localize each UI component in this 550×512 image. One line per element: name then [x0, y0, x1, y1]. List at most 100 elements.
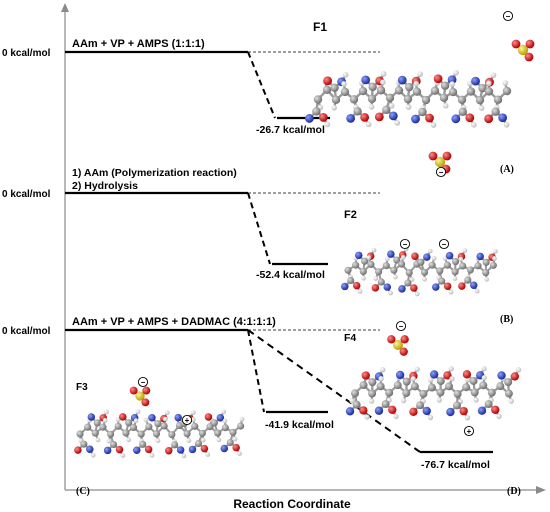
atom-c [312, 107, 321, 116]
atom-h [364, 414, 370, 420]
atom-h [133, 418, 139, 424]
atom-c [377, 278, 385, 286]
level-2: 0 kcal/mol 1) AAm (Polymerization reacti… [2, 167, 513, 325]
atom-o [411, 252, 419, 260]
atom-c [445, 382, 454, 391]
atom-h [380, 71, 387, 77]
atom-h [394, 120, 401, 126]
atom-h [357, 289, 363, 294]
atom-h [515, 367, 522, 373]
atom-c [487, 388, 496, 397]
atom-c [382, 105, 391, 115]
atom-h [405, 104, 412, 110]
atom-c [352, 261, 360, 269]
atom-c [125, 419, 133, 427]
atom-h [135, 409, 141, 415]
atom-h [427, 414, 434, 421]
atom-h [400, 254, 406, 260]
negative-charge-icon [399, 238, 411, 250]
atom-c [493, 95, 503, 104]
atom-h [155, 438, 161, 444]
atom-h [331, 104, 337, 111]
atom-c [385, 388, 394, 397]
atom-n [446, 407, 455, 417]
atom-h [106, 438, 112, 444]
atom-h [492, 256, 497, 261]
molecule-F4: −+ [345, 320, 522, 437]
atom-c [376, 382, 385, 391]
axes: Reaction Coordinate [61, 3, 546, 511]
atom-c [76, 430, 84, 438]
atom-c [322, 85, 332, 95]
product-name-F4: F4 [344, 332, 356, 344]
atom-h [90, 452, 96, 458]
atom-c [451, 268, 459, 276]
atom-h [342, 71, 349, 78]
atom-o [144, 445, 153, 454]
atom-c [237, 422, 245, 430]
atom-o [119, 413, 127, 421]
atom-c [474, 262, 482, 270]
atom-s [434, 156, 446, 168]
atom-h [341, 81, 347, 87]
atom-h [417, 71, 424, 77]
atom-c [359, 381, 368, 390]
atom-o [524, 52, 534, 62]
atom-c [491, 107, 500, 116]
atom-c [420, 268, 429, 276]
atom-o [462, 370, 472, 379]
atom-c [478, 83, 487, 93]
atom-h [205, 452, 211, 457]
product-name-F2: F2 [344, 209, 357, 221]
atom-h [414, 291, 420, 297]
charge-sign: − [399, 322, 404, 331]
atom-o [115, 445, 124, 454]
panel-label-D: (D) [507, 486, 521, 497]
atom-h [490, 72, 497, 78]
atom-h [452, 276, 458, 282]
atom-n [411, 114, 420, 124]
atom-c [405, 82, 414, 92]
atom-h [104, 409, 109, 415]
atom-c [367, 260, 375, 268]
atom-h [502, 80, 509, 86]
atom-c [404, 279, 412, 287]
atom-n [341, 282, 349, 291]
atom-o [361, 371, 370, 380]
atom-c [466, 87, 476, 96]
atom-n [304, 114, 314, 123]
atom-c [385, 93, 395, 103]
atom-h [427, 248, 433, 254]
atom-c [436, 377, 445, 386]
atom-c [448, 87, 458, 97]
atom-h [186, 438, 192, 443]
zero-label-1: 0 kcal/mol [2, 48, 51, 59]
atom-c [191, 422, 199, 430]
atom-h [200, 437, 206, 443]
atom-o [425, 113, 434, 123]
atom-n [103, 446, 112, 455]
atom-h [380, 79, 386, 86]
atom-o [442, 151, 452, 161]
atom-n [451, 114, 461, 124]
atom-c [340, 87, 350, 97]
atom-n [432, 283, 440, 291]
atom-c [470, 388, 479, 397]
atom-c [358, 86, 368, 96]
negative-charge-icon [435, 166, 447, 178]
atom-c [154, 420, 162, 428]
atom-c [139, 440, 147, 448]
atom-h [385, 256, 390, 262]
atom-h [471, 121, 477, 128]
atom-c [504, 378, 513, 387]
atom-h [221, 409, 227, 415]
atom-c [221, 424, 229, 432]
descent-dash-3-F3 [247, 329, 265, 413]
zero-label-2: 0 kcal/mol [2, 189, 51, 200]
atom-o [318, 113, 328, 122]
atom-c [475, 95, 485, 105]
atom-c [331, 95, 341, 104]
atom-c [368, 82, 377, 92]
charge-sign: − [439, 168, 444, 177]
atom-c [198, 429, 206, 437]
